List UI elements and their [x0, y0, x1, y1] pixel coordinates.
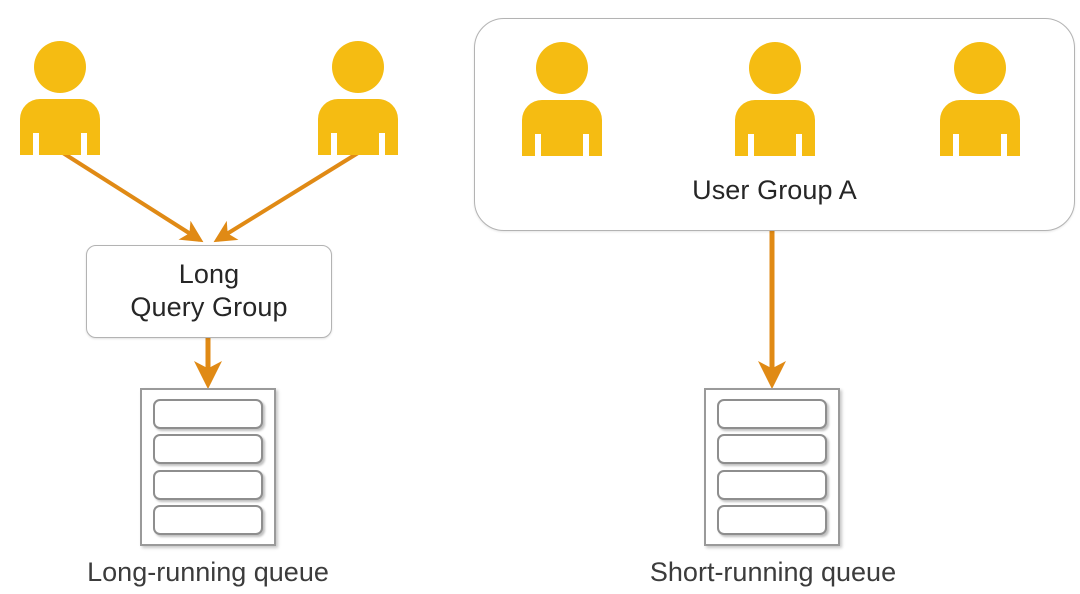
queue-slot: [153, 469, 263, 500]
arrow-user1-to-long-query-group: [61, 151, 204, 243]
short-running-queue[interactable]: [704, 388, 840, 546]
queue-slot: [153, 399, 263, 429]
user-icon-1: [15, 35, 105, 155]
queue-slot: [153, 434, 263, 465]
queue-slot: [717, 469, 827, 500]
user-group-a-label: User Group A: [692, 175, 857, 205]
short-running-queue-caption: Short-running queue: [649, 557, 897, 587]
queue-slot: [717, 399, 827, 429]
arrow-user2-to-long-query-group: [213, 151, 360, 243]
queue-slot: [153, 504, 263, 535]
user-icon-5: [935, 36, 1025, 156]
user-group-a-box[interactable]: User Group A: [474, 18, 1075, 231]
user-icon-2: [313, 35, 403, 155]
long-query-group-label: Long Query Group: [130, 259, 288, 322]
user-icon-3: [517, 36, 607, 156]
queue-slot: [717, 504, 827, 535]
long-query-group-box[interactable]: Long Query Group: [86, 245, 332, 338]
long-running-queue[interactable]: [140, 388, 276, 546]
user-icon-4: [730, 36, 820, 156]
long-running-queue-caption: Long-running queue: [87, 557, 329, 587]
queue-slot: [717, 434, 827, 465]
